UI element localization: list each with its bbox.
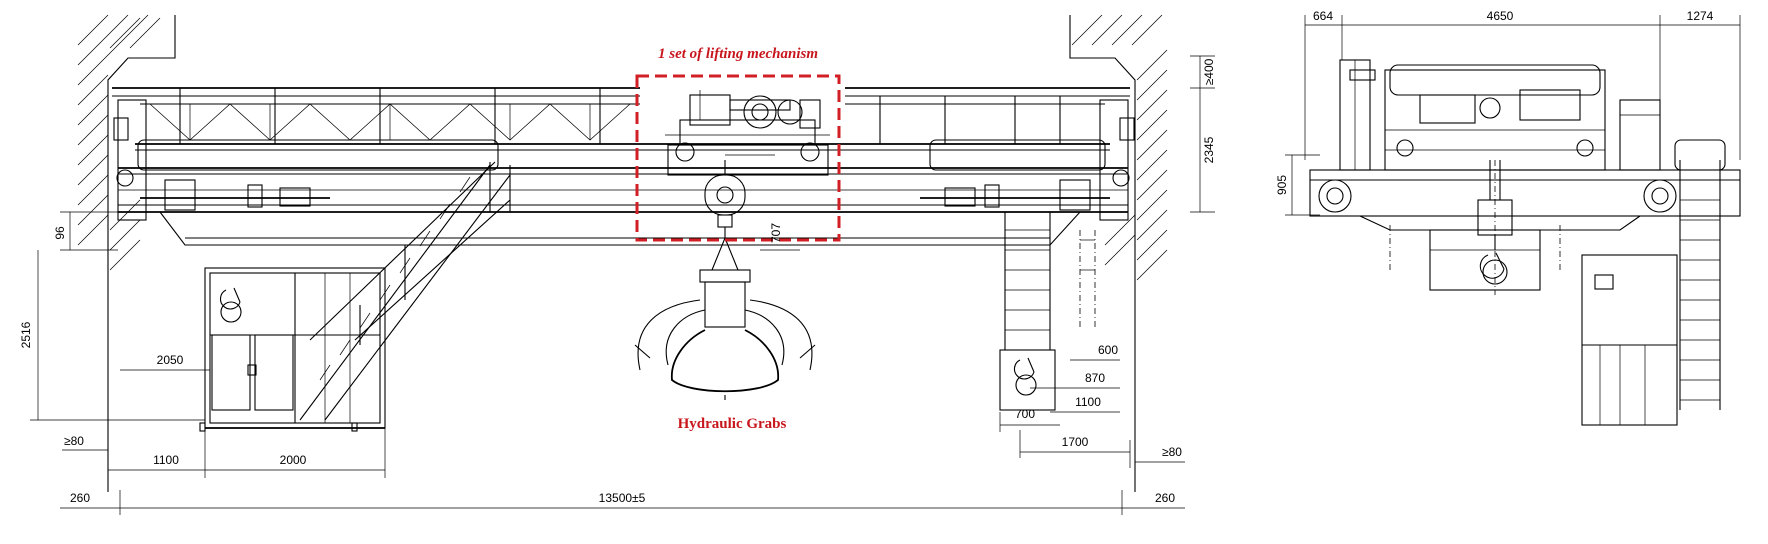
dim-600: 600	[1098, 343, 1118, 357]
stairway	[299, 161, 511, 421]
front-view: 1 set of lifting mechanism Hydraulic Gra…	[19, 14, 1216, 515]
dim-right-80: ≥80	[1162, 445, 1182, 459]
hydraulic-grab	[634, 236, 816, 400]
dim-1274: 1274	[1687, 9, 1714, 23]
dim-2345: 2345	[1202, 136, 1216, 163]
dim-700: 700	[1015, 407, 1035, 421]
main-girder	[113, 88, 1135, 246]
right-wall	[1069, 14, 1168, 492]
ladder	[999, 212, 1096, 411]
dim-1100-right: 1100	[1075, 395, 1101, 409]
dim-96: 96	[53, 226, 67, 240]
dim-left-260: 260	[70, 491, 90, 505]
dim-4650: 4650	[1487, 9, 1514, 23]
dim-top-clear: ≥400	[1202, 58, 1216, 85]
operator-cabin	[199, 267, 386, 432]
dim-664: 664	[1313, 9, 1333, 23]
lifting-mechanism-label: 1 set of lifting mechanism	[658, 46, 818, 62]
dim-right-260: 260	[1155, 491, 1175, 505]
side-view: 664 4650 1274 905	[1275, 9, 1741, 426]
trolley	[665, 90, 830, 176]
dim-2516: 2516	[19, 321, 33, 348]
dim-2050: 2050	[157, 353, 184, 367]
dimensions-front: ≥400 2345 96 2516 707 2050 600 870 1100	[19, 55, 1216, 515]
dim-span: 13500±5	[599, 491, 646, 505]
dim-2000: 2000	[280, 453, 307, 467]
lifting-mechanism-highlight	[635, 74, 841, 242]
hydraulic-grabs-label: Hydraulic Grabs	[678, 416, 787, 432]
dim-905: 905	[1275, 175, 1289, 195]
dim-870: 870	[1085, 371, 1105, 385]
dim-1100-left: 1100	[153, 453, 179, 467]
dim-left-80: ≥80	[64, 434, 84, 448]
left-wall	[77, 14, 176, 492]
dim-1700: 1700	[1062, 435, 1089, 449]
dim-707: 707	[769, 223, 783, 243]
hook-block	[704, 160, 746, 238]
